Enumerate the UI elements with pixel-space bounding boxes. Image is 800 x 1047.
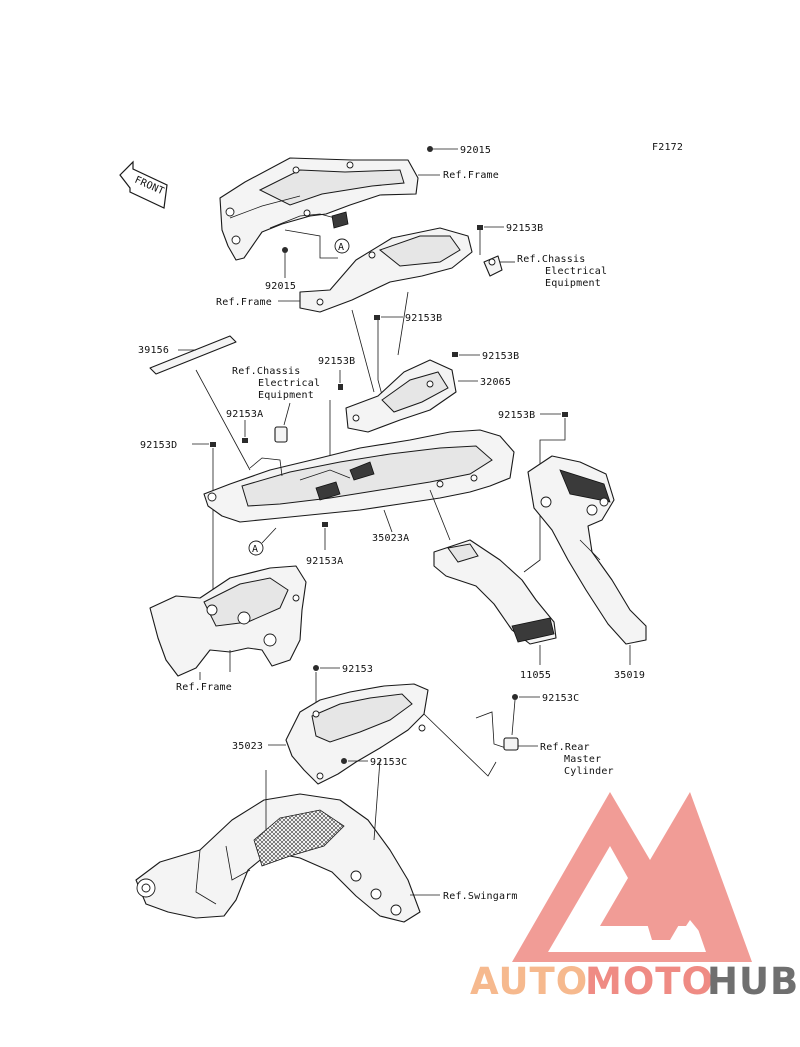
ref-rear-master-2: Master [564,754,601,765]
watermark-moto: MOTO [585,960,714,1003]
ref-chassis-right-1: Ref.Chassis [517,254,585,265]
front-arrow: FRONT [119,160,168,209]
bolt-92153a-a [242,438,248,443]
ref-frame-mid: Ref.Frame [216,297,272,308]
callout-a-upper [334,238,350,254]
part-35023 [285,683,429,785]
bolt-92153b-d [338,384,343,390]
ref-chassis-left-3: Equipment [258,390,314,401]
bolt-92153a-b [322,522,328,527]
watermark-logo [512,792,752,962]
part-11055 [429,489,557,645]
upper-frame [219,157,419,261]
ref-chassis-right-2: Electrical [545,266,607,277]
part-32065 [345,359,457,433]
watermark-text: AUTO MOTO HUB [470,960,799,1003]
label-39156: 39156 [138,345,169,356]
bolt-92153b-a [477,225,483,230]
callout-a-lower [248,540,264,556]
part-35019 [527,455,647,645]
rear-master-cylinder [475,711,519,751]
bolt-92015-top [427,146,433,152]
bolt-92153b-b [374,315,380,320]
label-92153b-b: 92153B [405,313,442,324]
lower-frame [149,565,307,677]
callout-a-lower-text: A [252,544,258,555]
ref-rear-master-1: Ref.Rear [540,742,590,753]
swingarm [135,793,421,923]
ref-chassis-left-1: Ref.Chassis [232,366,300,377]
chassis-bracket-right [483,255,503,277]
callout-a-upper-text: A [338,242,344,253]
bolt-92153c-a [512,694,518,700]
mid-frame-rail [299,227,473,313]
label-92153b-e: 92153B [498,410,535,421]
label-92015-top: 92015 [460,145,491,156]
label-92153d: 92153D [140,440,177,451]
bolt-92153b-c [452,352,458,357]
ref-swingarm: Ref.Swingarm [443,891,518,902]
figure-code: F2172 [652,142,683,153]
label-35023: 35023 [232,741,263,752]
bolt-92153 [313,665,319,671]
label-92153a-b: 92153A [306,556,343,567]
bolt-92153d [210,442,216,447]
label-92153b-a: 92153B [506,223,543,234]
watermark-hub: HUB [707,960,799,1003]
part-35023a [203,429,515,523]
label-92153a-a: 92153A [226,409,263,420]
label-11055: 11055 [520,670,551,681]
sticker-39156 [149,335,237,375]
watermark-auto: AUTO [470,960,588,1003]
label-92153b-c: 92153B [482,351,519,362]
ref-chassis-left-2: Electrical [258,378,320,389]
ref-chassis-right-3: Equipment [545,278,601,289]
ref-frame-bottom: Ref.Frame [176,682,232,693]
label-35019: 35019 [614,670,645,681]
label-92015-left: 92015 [265,281,296,292]
bolt-92015-left [282,247,288,253]
label-35023a: 35023A [372,533,409,544]
label-32065: 32065 [480,377,511,388]
ref-frame-top: Ref.Frame [443,170,499,181]
bolt-92153b-e [562,412,568,417]
label-92153b-d: 92153B [318,356,355,367]
bolt-92153c-b [341,758,347,764]
label-92153c-b: 92153C [370,757,407,768]
label-92153: 92153 [342,664,373,675]
chassis-clip-left [274,426,288,443]
ref-rear-master-3: Cylinder [564,766,614,777]
label-92153c-a: 92153C [542,693,579,704]
